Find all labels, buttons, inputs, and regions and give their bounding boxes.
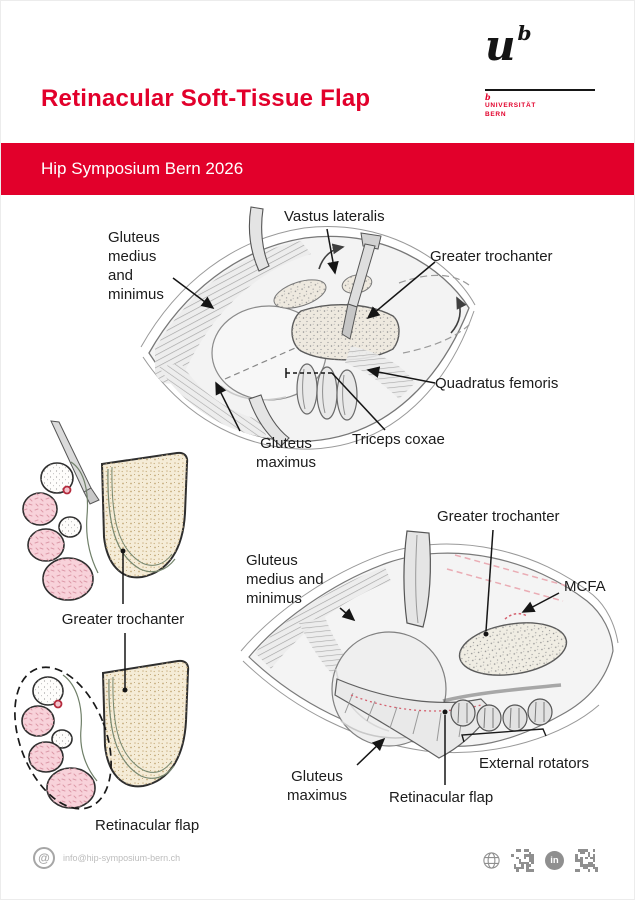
label-greater-trochanter: Greater trochanter [430,248,553,265]
label-triceps-coxae: Triceps coxae [352,431,445,448]
logo-b: b [517,21,532,45]
globe-icon [483,852,500,869]
footer-contact: @ info@hip-symposium-bern.ch [33,847,180,869]
banner: Hip Symposium Bern 2026 [1,143,634,195]
label-vastus-lateralis: Vastus lateralis [284,208,385,225]
label-gluteus-maximus-flap: Gluteus maximus [286,768,347,805]
website-qr-code [511,849,534,872]
label-retinacular-flap: Retinacular flap [389,789,494,806]
label-gluteus-medius-minimus-flap: Gluteus medius and minimus [246,552,324,608]
banner-text: Hip Symposium Bern 2026 [41,159,244,178]
at-glyph: @ [38,851,50,865]
figure1-illustration [140,206,476,450]
linkedin-icon: in [545,851,564,870]
logo-u: u [485,21,516,70]
triceps-coxae-bundles [296,363,358,421]
logo-bern: BERN [485,111,507,118]
linkedin-glyph: in [550,855,559,866]
label-retinacular-flap-section: Retinacular flap [95,817,200,834]
logo-mark: b [485,92,491,102]
poster-footer: @ info@hip-symposium-bern.ch in [1,843,634,883]
label-greater-trochanter-flap: Greater trochanter [437,508,560,525]
label-external-rotators: External rotators [479,755,590,772]
logo-rule [485,89,595,91]
at-icon: @ [33,847,55,869]
figure1-leader-lines [172,228,436,432]
logo-universitaet: UNIVERSITÄT [485,102,537,109]
poster-title: Retinacular Soft-Tissue Flap [41,85,371,112]
figure2-illustration [14,420,190,810]
figure3-leader-lines [339,529,560,785]
figure3-illustration [240,530,619,759]
contact-email: info@hip-symposium-bern.ch [63,853,181,863]
footer-links: in [483,849,598,872]
label-greater-trochanter-section: Greater trochanter [61,611,185,628]
linkedin-qr-code [575,849,598,872]
label-quadratus-femoris: Quadratus femoris [435,375,559,392]
label-mcfa: MCFA [564,578,606,595]
label-gluteus-medius-minimus: Gluteus medius and minimus [108,229,164,304]
figure2-leader-lines [120,548,128,693]
label-gluteus-maximus: Gluteus maximus [255,435,316,472]
